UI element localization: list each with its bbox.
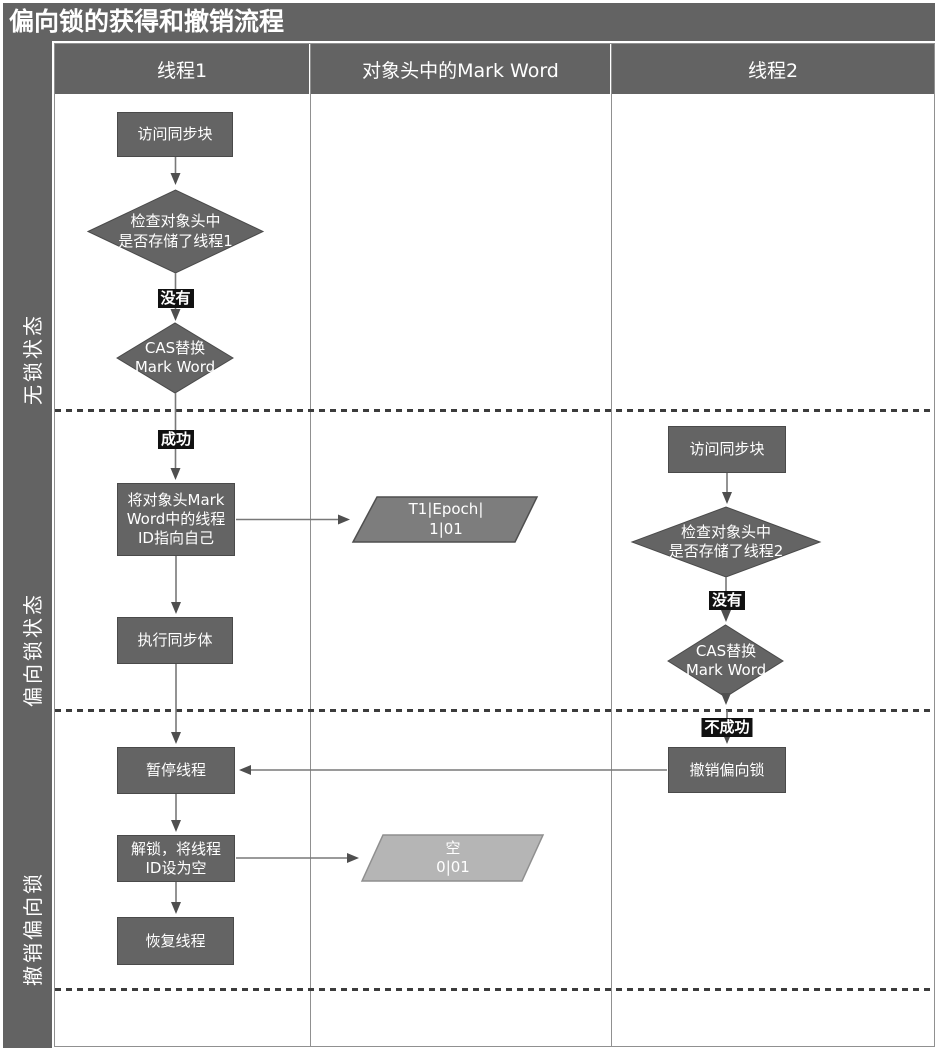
flow-node-t1-execute-sync-body: 执行同步体 <box>117 617 233 664</box>
decision-diamond-cas-thread2 <box>667 624 784 698</box>
decision-text-cas-thread2: CAS替换 Mark Word <box>685 641 767 680</box>
markword-parallelogram-biased <box>351 496 539 543</box>
decision-text-check-thread1: 检查对象头中 是否存储了线程1 <box>118 212 233 250</box>
swimlane-table-frame <box>54 43 935 1047</box>
page-title: 偏向锁的获得和撤销流程 <box>3 3 935 41</box>
edge-label-t1-success: 成功 <box>157 430 195 449</box>
column-header-markword: 对象头中的Mark Word <box>311 44 610 94</box>
column-header-thread2: 线程2 <box>612 44 934 94</box>
edge-label-t1-no: 没有 <box>157 289 194 308</box>
markword-parallelogram-empty <box>360 834 545 882</box>
decision-text-cas-thread1: CAS替换 Mark Word <box>134 338 216 377</box>
flow-node-t2-revoke-biased-lock: 撤销偏向锁 <box>668 747 786 793</box>
decision-diamond-check-thread1 <box>86 189 265 274</box>
edge-label-t2-fail: 不成功 <box>701 718 753 737</box>
column-header-thread1: 线程1 <box>55 44 309 94</box>
lane-label-lock-free: 无锁状态 <box>21 313 45 405</box>
flow-node-t1-resume-thread: 恢复线程 <box>117 917 234 965</box>
flow-node-t1-access-sync-block: 访问同步块 <box>117 112 233 157</box>
decision-diamond-cas-thread1 <box>116 322 234 394</box>
lane-divider-1 <box>55 409 934 412</box>
lane-label-biased-lock: 偏向锁状态 <box>21 592 45 707</box>
flow-node-t2-access-sync-block: 访问同步块 <box>668 426 786 473</box>
markword-text-empty: 空 0|01 <box>436 838 470 877</box>
markword-text-biased: T1|Epoch| 1|01 <box>408 500 484 538</box>
lane-divider-3 <box>55 988 934 991</box>
decision-diamond-check-thread2 <box>630 506 822 578</box>
column-divider-2 <box>611 44 612 1046</box>
flow-node-t1-unlock-clear-id: 解锁，将线程 ID设为空 <box>117 835 235 882</box>
column-divider-1 <box>310 44 311 1046</box>
flow-node-t1-set-thread-id: 将对象头Mark Word中的线程 ID指向自己 <box>117 483 235 556</box>
lane-divider-2 <box>55 709 934 712</box>
flow-node-t1-pause-thread: 暂停线程 <box>117 747 235 794</box>
decision-text-check-thread2: 检查对象头中 是否存储了线程2 <box>668 522 784 561</box>
lane-label-revoke-biased-lock: 撤销偏向锁 <box>21 871 45 986</box>
lane-sidebar <box>3 41 52 1048</box>
edge-label-t2-no: 没有 <box>708 591 746 610</box>
